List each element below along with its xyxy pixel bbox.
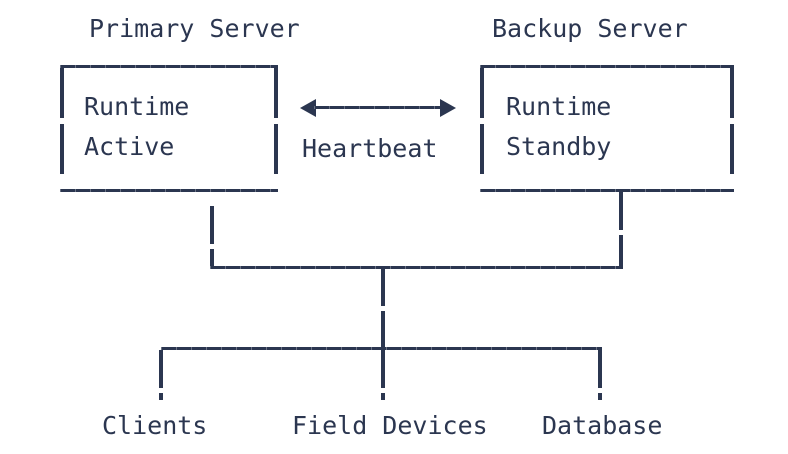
- primary-box-line-2: Active: [84, 132, 175, 161]
- primary-box-right-border-lower: [274, 124, 278, 174]
- backup-server-title: Backup Server: [492, 14, 688, 43]
- backup-box-bottom-rule: [480, 189, 734, 192]
- leaf-label-clients[interactable]: Clients: [102, 411, 208, 440]
- primary-drop-line: [210, 206, 214, 268]
- backup-box-top-rule: [480, 65, 734, 68]
- primary-box-bottom-rule: [60, 189, 278, 192]
- backup-box-line-2: Standby: [506, 132, 612, 161]
- heartbeat-arrow-shaft: [314, 106, 442, 109]
- clients-stub-line: [159, 350, 163, 400]
- primary-box-left-border-lower: [60, 124, 64, 174]
- backup-drop-line: [619, 192, 623, 268]
- backup-box-left-border-upper: [480, 68, 484, 118]
- backup-box-right-border-upper: [730, 68, 734, 118]
- primary-box-right-border-upper: [274, 68, 278, 118]
- server-bus-rule: [210, 266, 623, 269]
- primary-box-left-border-upper: [60, 68, 64, 118]
- leaf-label-field-devices[interactable]: Field Devices: [292, 411, 488, 440]
- database-stub-line: [598, 350, 602, 400]
- field-devices-stub-line: [381, 350, 385, 400]
- heartbeat-label: Heartbeat: [302, 134, 438, 163]
- primary-server-title: Primary Server: [89, 14, 300, 43]
- leaf-label-database[interactable]: Database: [542, 411, 663, 440]
- primary-box-top-rule: [60, 65, 278, 68]
- backup-box-right-border-lower: [730, 124, 734, 174]
- arrow-left-head-icon: [300, 99, 316, 117]
- center-trunk-line: [381, 268, 385, 349]
- arrow-right-head-icon: [440, 99, 456, 117]
- backup-box-line-1: Runtime: [506, 92, 612, 121]
- primary-box-line-1: Runtime: [84, 92, 190, 121]
- backup-box-left-border-lower: [480, 124, 484, 174]
- fanout-bus-rule: [161, 347, 602, 350]
